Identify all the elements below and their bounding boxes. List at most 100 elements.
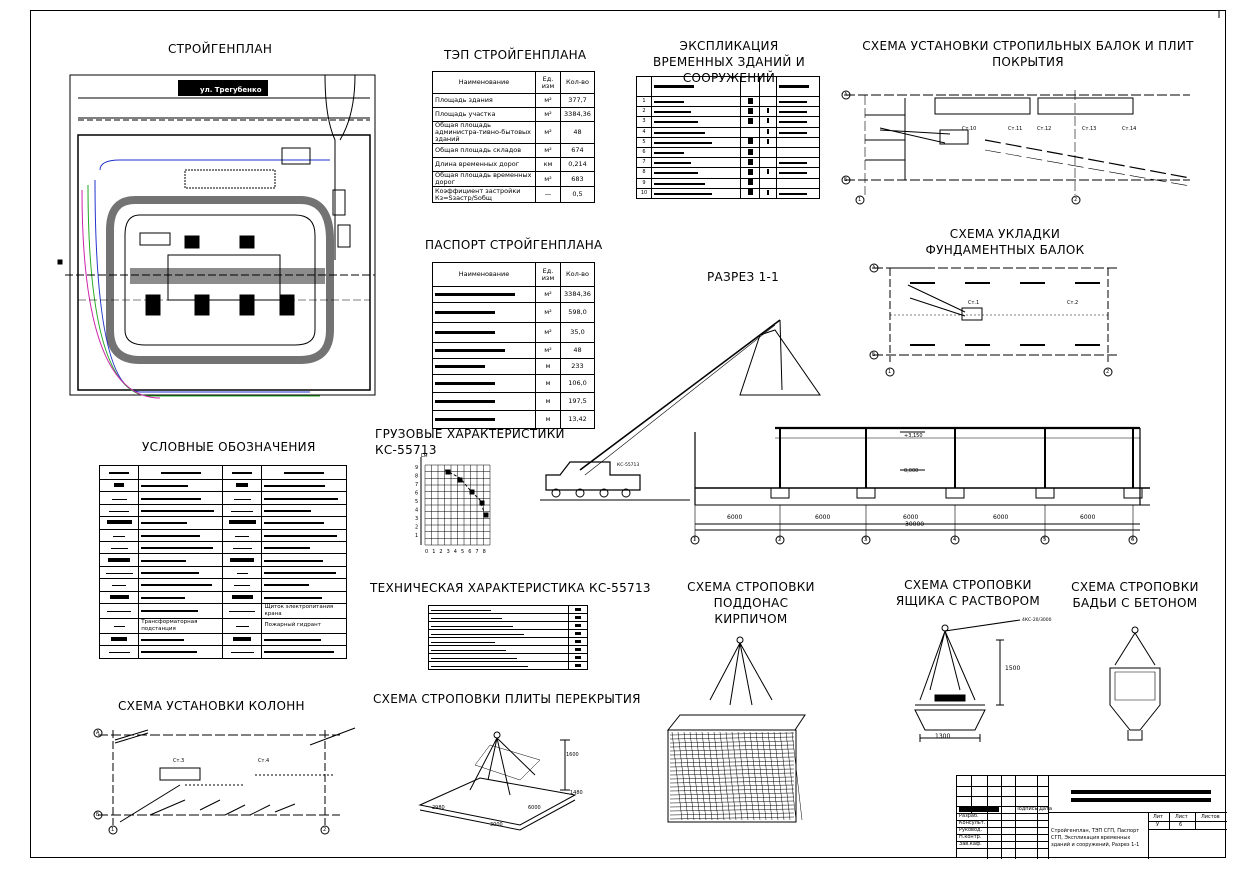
x-tick-label: 0 xyxy=(425,549,428,555)
site-label: Ст.12 xyxy=(1037,126,1052,132)
y-tick-label: 3 xyxy=(415,516,418,522)
site-road-hatched xyxy=(106,196,334,364)
x-tick-label: 4 xyxy=(454,549,457,555)
table-row xyxy=(98,516,347,530)
y-tick-label: 6 xyxy=(415,491,418,497)
site-label: Ст.10 xyxy=(962,126,977,132)
stamp-col: Дата xyxy=(1039,806,1052,812)
table-row: 10 xyxy=(636,187,820,199)
legend-symbol xyxy=(98,503,140,518)
legend-symbol xyxy=(222,565,263,580)
table-row: 9 xyxy=(636,177,820,189)
x-tick-label: 8 xyxy=(483,549,486,555)
legend-desc xyxy=(261,590,347,604)
legend-symbol xyxy=(222,645,263,659)
legend-symbol xyxy=(98,590,140,604)
tech-cell xyxy=(568,661,588,670)
mortar-tag-label: 4КС-20/3000 xyxy=(1022,618,1052,623)
table-row: 3 xyxy=(636,116,820,128)
axis-bubble-label: Б xyxy=(844,177,848,183)
title-tech-char: ТЕХНИЧЕСКАЯ ХАРАКТЕРИСТИКА КС-55713 xyxy=(370,581,651,595)
tep-cell: Коэффициент застройки Кз=Sзастр/Sобщ xyxy=(432,186,536,203)
table-row xyxy=(428,661,588,670)
dim-label: 6000 xyxy=(528,805,541,811)
legend-desc xyxy=(261,503,347,518)
legend-symbol xyxy=(222,553,263,567)
legend-desc xyxy=(138,632,224,647)
level-label: +3,150 xyxy=(904,433,923,439)
axis-bubble-label: 5 xyxy=(1043,537,1047,543)
scheme-columns xyxy=(93,727,356,835)
legend-symbol xyxy=(98,540,140,555)
table-row xyxy=(98,540,347,555)
passport-header-unit: Ед. изм xyxy=(535,262,561,287)
table-row: 5 xyxy=(636,136,820,148)
passport-header-qty: Кол-во xyxy=(560,262,595,287)
axis-bubble-label: 1 xyxy=(693,537,697,543)
dim-label: 6000 xyxy=(727,514,743,521)
title-scheme-beams: СХЕМА УСТАНОВКИ СТРОПИЛЬНЫХ БАЛОК И ПЛИТ… xyxy=(862,39,1194,69)
legend-desc xyxy=(261,565,347,580)
site-label: Ст.11 xyxy=(1008,126,1023,132)
x-tick-label: 7 xyxy=(475,549,478,555)
legend-symbol xyxy=(98,565,140,580)
load-point xyxy=(445,469,451,475)
legend-desc xyxy=(138,528,224,542)
tep-table: Наименование Ед. изм Кол-во Площадь здан… xyxy=(432,71,595,203)
title-passport: ПАСПОРТ СТРОЙГЕНПЛАНА xyxy=(425,238,603,252)
sheet-frame xyxy=(30,10,1226,858)
tech-char-table xyxy=(428,605,588,670)
dim-label: 1480 xyxy=(570,790,583,796)
axis-bubble-label: Б xyxy=(96,812,100,818)
legend-desc xyxy=(138,565,224,580)
sling-mortar-box xyxy=(914,619,1021,742)
stamp-sheet: Лист xyxy=(1175,814,1188,820)
x-tick-label: 5 xyxy=(461,549,464,555)
x-tick-label: 2 xyxy=(439,549,442,555)
legend-desc xyxy=(138,645,224,659)
axis-bubble-label: А xyxy=(844,92,848,98)
legend-desc xyxy=(138,578,224,592)
title-sling-slab: СХЕМА СТРОПОВКИ ПЛИТЫ ПЕРЕКРЫТИЯ xyxy=(373,692,641,706)
street-label: ул. Трегубенко xyxy=(200,86,262,94)
dim-label: 1500 xyxy=(1005,665,1021,672)
legend-symbol xyxy=(222,578,263,592)
table-row xyxy=(98,590,347,604)
dim-label: 6000 xyxy=(1080,514,1096,521)
stamp-role: Консульт. xyxy=(959,820,986,826)
table-row xyxy=(98,578,347,592)
y-axis-label: Lм xyxy=(421,453,428,459)
title-tep: ТЭП СТРОЙГЕНПЛАНА xyxy=(444,48,587,62)
stamp-sheets: Листов xyxy=(1201,814,1220,820)
dim-label: 2980 xyxy=(432,805,445,811)
dim-label: 3000 xyxy=(490,822,503,828)
site-label: Ст.2 xyxy=(1067,300,1079,306)
y-tick-label: 8 xyxy=(415,474,418,480)
axis-bubble-label: 2 xyxy=(323,827,327,833)
legend-desc: Щиток электропитания крана xyxy=(261,602,347,619)
legend-symbol xyxy=(222,590,263,604)
title-legend: УСЛОВНЫЕ ОБОЗНАЧЕНИЯ xyxy=(142,440,316,454)
stamp-lit-val: У xyxy=(1156,822,1160,828)
site-label: Ст.3 xyxy=(173,758,185,764)
dim-label: 6000 xyxy=(903,514,919,521)
legend-desc xyxy=(261,578,347,592)
table-row: 2 xyxy=(636,106,820,118)
site-label: Ст.13 xyxy=(1082,126,1097,132)
axis-bubble-label: 4 xyxy=(953,537,957,543)
load-point xyxy=(469,489,475,495)
legend-desc xyxy=(261,516,347,530)
dim-label: 6000 xyxy=(815,514,831,521)
legend-desc xyxy=(261,553,347,567)
title-sling-brick: СХЕМА СТРОПОВКИ ПОДДОНАС КИРПИЧОМ xyxy=(687,580,815,626)
stamp-role: Руковод. xyxy=(959,827,983,833)
x-tick-label: 6 xyxy=(468,549,471,555)
table-row: 4 xyxy=(636,126,820,138)
